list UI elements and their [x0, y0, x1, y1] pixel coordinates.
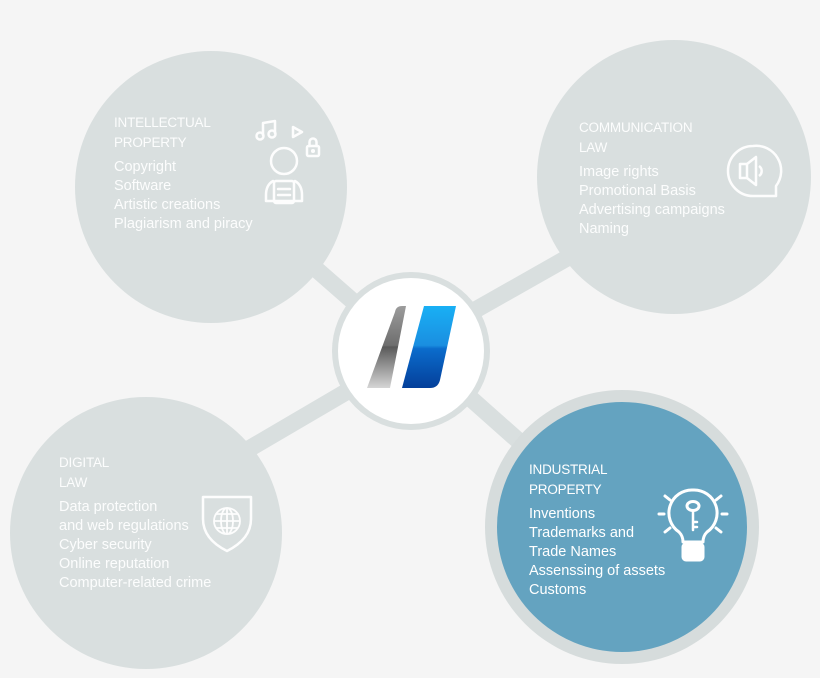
highlight-disc	[497, 402, 747, 652]
node-title: INTELLECTUAL PROPERTY	[114, 115, 211, 150]
node-digital-law[interactable]: DIGITAL LAW Data protection and web regu…	[10, 397, 282, 669]
node-items: Copyright Software Artistic creations Pl…	[114, 158, 253, 234]
shield-globe-icon	[201, 495, 253, 553]
node-title: COMMUNICATION LAW	[579, 120, 693, 155]
list-item: Customs	[529, 582, 587, 598]
node-content: COMMUNICATION LAW Image rights Promotion…	[579, 118, 725, 239]
list-item: Naming	[579, 221, 629, 237]
list-item: Data protection	[59, 499, 158, 515]
node-intellectual-property[interactable]: INTELLECTUAL PROPERTY Copyright Software…	[75, 51, 347, 323]
list-item: Inventions	[529, 506, 596, 522]
node-industrial-property[interactable]: INDUSTRIAL PROPERTY Inventions Trademark…	[485, 390, 759, 664]
list-item: Artistic creations	[114, 197, 221, 213]
person-music-lock-icon	[255, 119, 321, 205]
speaker-bubble-icon	[726, 144, 783, 198]
node-title: INDUSTRIAL PROPERTY	[529, 462, 608, 497]
list-item: Trade Names	[529, 544, 617, 560]
list-item: Plagiarism and piracy	[114, 216, 253, 232]
list-item: Image rights	[579, 164, 659, 180]
center-hub-inner	[338, 278, 484, 424]
list-item: Software	[114, 178, 172, 194]
list-item: Online reputation	[59, 556, 170, 572]
brand-logo-icon	[367, 306, 456, 388]
node-items: Data protection and web regulations Cybe…	[59, 498, 211, 593]
node-title: DIGITAL LAW	[59, 455, 110, 490]
list-item: and web regulations	[59, 518, 189, 534]
list-item: Trademarks and	[529, 525, 635, 541]
lightbulb-key-icon	[657, 488, 729, 562]
node-content: INDUSTRIAL PROPERTY Inventions Trademark…	[529, 460, 665, 600]
node-items: Image rights Promotional Basis Advertisi…	[579, 163, 725, 239]
node-content: DIGITAL LAW Data protection and web regu…	[59, 453, 211, 593]
node-content: INTELLECTUAL PROPERTY Copyright Software…	[114, 113, 253, 234]
list-item: Advertising campaigns	[579, 202, 725, 218]
node-communication-law[interactable]: COMMUNICATION LAW Image rights Promotion…	[537, 40, 811, 314]
list-item: Assenssing of assets	[529, 563, 666, 579]
center-hub[interactable]	[332, 272, 490, 430]
list-item: Promotional Basis	[579, 183, 696, 199]
list-item: Copyright	[114, 159, 177, 175]
list-item: Cyber security	[59, 537, 152, 553]
node-items: Inventions Trademarks and Trade Names As…	[529, 505, 665, 600]
list-item: Computer-related crime	[59, 575, 212, 591]
